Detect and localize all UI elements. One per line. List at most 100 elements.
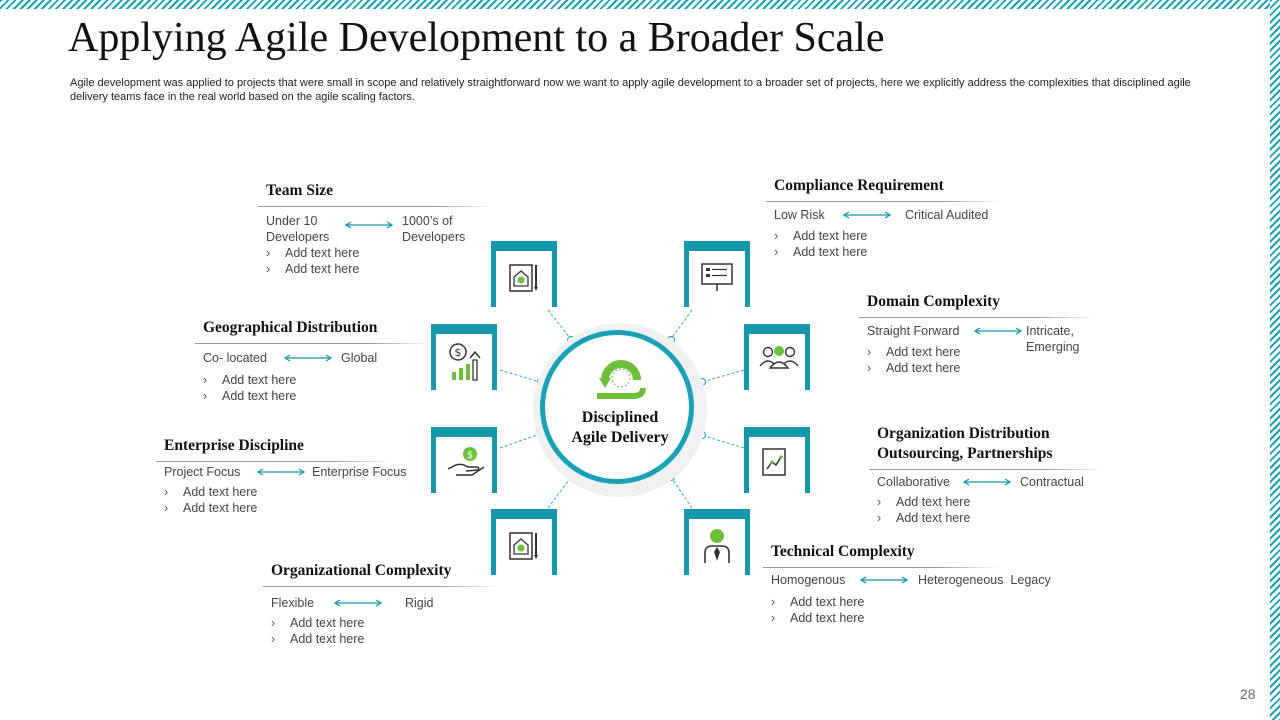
slide-title: Applying Agile Development to a Broader …: [68, 15, 885, 61]
chevron-right-icon: ›: [271, 616, 276, 630]
chevron-right-icon: ›: [266, 262, 271, 276]
technical-title: Technical Complexity: [771, 543, 915, 560]
chevron-right-icon: ›: [877, 511, 882, 525]
center-circle: [540, 330, 694, 484]
team-size-icon-box: [491, 241, 557, 307]
money-growth-icon: $: [449, 343, 481, 381]
chevron-right-icon: ›: [203, 389, 208, 403]
double-arrow-icon: [344, 221, 394, 229]
bullet-item: ›Add text here: [164, 485, 258, 499]
chart-document-icon: [762, 448, 786, 476]
chevron-right-icon: ›: [771, 595, 776, 609]
divider: [195, 343, 430, 344]
scale-right-label: Global: [341, 351, 378, 365]
chevron-right-icon: ›: [771, 611, 776, 625]
compliance-scale: Low Risk Critical Audited: [774, 207, 1034, 227]
domain-icon-box: [744, 324, 810, 390]
compliance-title: Compliance Requirement: [774, 177, 944, 194]
bullet-item: ›Add text here: [771, 611, 865, 625]
team-size-block: Team Size Under 10 Developers 1000’s of …: [258, 181, 493, 277]
scale-right-label: Rigid: [405, 596, 434, 610]
top-stripe-decoration: [0, 0, 1280, 9]
enterprise-title: Enterprise Discipline: [164, 437, 304, 454]
compliance-icon-box: [684, 241, 750, 307]
team-size-title: Team Size: [266, 182, 334, 199]
technical-scale: Homogenous Heterogeneous Legacy: [771, 572, 1071, 592]
bullet-item: ›Add text here: [203, 373, 297, 387]
org-distribution-icon-box: [744, 427, 810, 493]
org-distribution-title-line2: Outsourcing, Partnerships: [877, 445, 1053, 462]
divider: [869, 469, 1104, 470]
businessman-icon: [704, 529, 730, 563]
technical-bullets: ›Add text here ›Add text here: [771, 594, 1071, 626]
enterprise-icon-box: $: [431, 427, 497, 493]
svg-text:$: $: [455, 346, 462, 359]
scale-right-label: 1000’s of Developers: [402, 214, 466, 244]
chevron-right-icon: ›: [164, 501, 169, 515]
center-label-line2: Agile Delivery: [571, 429, 669, 446]
scale-left-label: Low Risk: [774, 208, 825, 222]
bullet-item: ›Add text here: [774, 229, 868, 243]
divider: [763, 567, 998, 568]
scale-right-label: Contractual: [1020, 475, 1084, 489]
bullet-item: ›Add text here: [164, 501, 258, 515]
chevron-right-icon: ›: [867, 345, 872, 359]
center-label: Disciplined Agile Delivery: [545, 408, 695, 448]
double-arrow-icon: [973, 327, 1023, 335]
scale-right-label: Intricate, Emerging: [1026, 324, 1080, 354]
organizational-block: Organizational Complexity Flexible Rigid…: [263, 561, 498, 647]
bullet-item: ›Add text here: [271, 616, 365, 630]
svg-text:$: $: [467, 450, 473, 461]
scale-left-label: Under 10 Developers: [266, 214, 330, 244]
geographical-scale: Co- located Global: [203, 350, 423, 370]
org-distribution-block: Organization Distribution Outsourcing, P…: [869, 424, 1117, 526]
scale-left-label: Collaborative: [877, 475, 950, 489]
divider: [859, 317, 1094, 318]
bullet-item: ›Add text here: [867, 361, 961, 375]
chevron-right-icon: ›: [774, 245, 779, 259]
bullet-item: ›Add text here: [266, 246, 360, 260]
chevron-right-icon: ›: [867, 361, 872, 375]
org-distribution-bullets: ›Add text here ›Add text here: [877, 494, 1117, 526]
bullet-item: ›Add text here: [203, 389, 297, 403]
team-icon: [759, 346, 799, 369]
chevron-right-icon: ›: [203, 373, 208, 387]
domain-bullets: ›Add text here ›Add text here: [867, 344, 1107, 376]
building-plan-icon: [509, 532, 538, 560]
organizational-title: Organizational Complexity: [271, 562, 452, 579]
enterprise-scale: Project Focus Enterprise Focus: [164, 464, 424, 484]
geographical-bullets: ›Add text here ›Add text here: [203, 372, 430, 404]
organizational-icon-box: [491, 509, 557, 575]
bullet-item: ›Add text here: [877, 495, 971, 509]
bullet-item: ›Add text here: [877, 511, 971, 525]
chevron-right-icon: ›: [877, 495, 882, 509]
scale-left-label: Project Focus: [164, 465, 241, 479]
bullet-item: ›Add text here: [271, 632, 365, 646]
chevron-right-icon: ›: [164, 485, 169, 499]
building-plan-icon: [509, 264, 538, 292]
geographical-title: Geographical Distribution: [203, 319, 378, 336]
org-distribution-title-line1: Organization Distribution: [877, 425, 1050, 442]
geographical-icon-box: $: [431, 324, 497, 390]
team-size-bullets: ›Add text here ›Add text here: [266, 245, 493, 277]
divider: [156, 461, 391, 462]
divider: [263, 586, 498, 587]
page-number: 28: [1240, 686, 1256, 702]
double-arrow-icon: [333, 599, 383, 607]
double-arrow-icon: [859, 576, 909, 584]
divider: [766, 201, 1001, 202]
scale-right-label: Critical Audited: [905, 208, 989, 222]
technical-block: Technical Complexity Homogenous Heteroge…: [763, 542, 1071, 626]
bullet-item: ›Add text here: [266, 262, 360, 276]
double-arrow-icon: [256, 468, 306, 476]
compliance-block: Compliance Requirement Low Risk Critical…: [766, 176, 1034, 260]
divider: [258, 206, 493, 207]
bullet-item: ›Add text here: [867, 345, 961, 359]
agile-cycle-icon: [597, 360, 646, 399]
chevron-right-icon: ›: [271, 632, 276, 646]
domain-block: Domain Complexity Straight Forward Intri…: [859, 292, 1107, 376]
scale-left-label: Flexible: [271, 596, 315, 610]
double-arrow-icon: [283, 354, 333, 362]
org-distribution-scale: Collaborative Contractual: [877, 474, 1117, 494]
chevron-right-icon: ›: [774, 229, 779, 243]
